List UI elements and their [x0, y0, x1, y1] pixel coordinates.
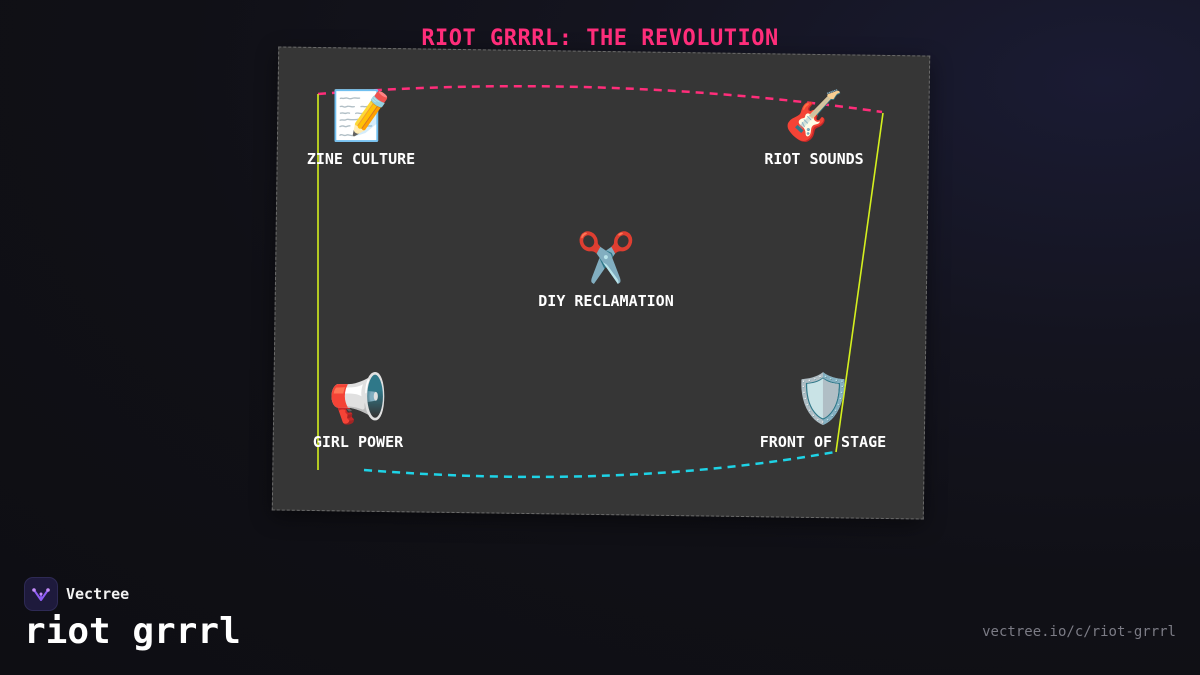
diagram-title: RIOT GRRRL: THE REVOLUTION — [421, 26, 779, 51]
guitar-icon: 🎸 — [784, 88, 844, 144]
node-label: RIOT SOUNDS — [764, 150, 864, 168]
node-label: GIRL POWER — [312, 433, 404, 451]
node-label: ZINE CULTURE — [306, 150, 416, 168]
node-label: DIY RECLAMATION — [538, 292, 674, 310]
megaphone-icon: 📢 — [328, 371, 388, 427]
scissors-icon: ✂️ — [576, 230, 636, 286]
node-zine-culture[interactable]: 📝 ZINE CULTURE — [271, 88, 451, 168]
edge-girl-power-front-of-stage — [363, 450, 836, 479]
vectree-logo-icon — [24, 577, 58, 611]
node-front-of-stage[interactable]: 🛡️ FRONT OF STAGE — [733, 371, 913, 451]
page-url[interactable]: vectree.io/c/riot-grrrl — [982, 624, 1176, 640]
memo-pencil-icon: 📝 — [331, 88, 391, 144]
edge-zine-culture-riot-sounds — [317, 84, 883, 114]
brand[interactable]: Vectree — [24, 577, 129, 611]
node-girl-power[interactable]: 📢 GIRL POWER — [268, 371, 448, 451]
brand-name: Vectree — [66, 585, 130, 603]
node-riot-sounds[interactable]: 🎸 RIOT SOUNDS — [724, 88, 904, 168]
shield-icon: 🛡️ — [793, 371, 853, 427]
node-label: FRONT OF STAGE — [759, 433, 887, 451]
node-diy-reclamation[interactable]: ✂️ DIY RECLAMATION — [516, 230, 696, 310]
page-heading: riot grrrl — [24, 611, 241, 652]
edge-riot-sounds-front-of-stage — [835, 112, 884, 453]
